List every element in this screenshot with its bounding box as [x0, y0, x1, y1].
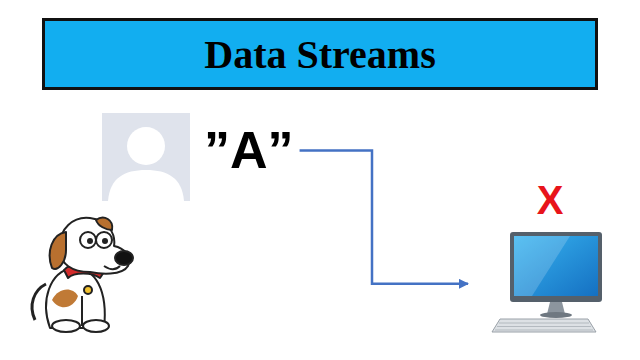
computer-node: X — [470, 180, 605, 335]
data-arrow — [300, 151, 468, 284]
node-text: ”A” — [200, 118, 298, 183]
dog-illustration — [32, 218, 133, 332]
person-icon — [102, 113, 190, 201]
title-banner: Data Streams — [42, 18, 598, 90]
title-text: Data Streams — [204, 31, 435, 78]
node-text: X — [470, 180, 605, 220]
stream-value: ”A” — [200, 118, 298, 183]
